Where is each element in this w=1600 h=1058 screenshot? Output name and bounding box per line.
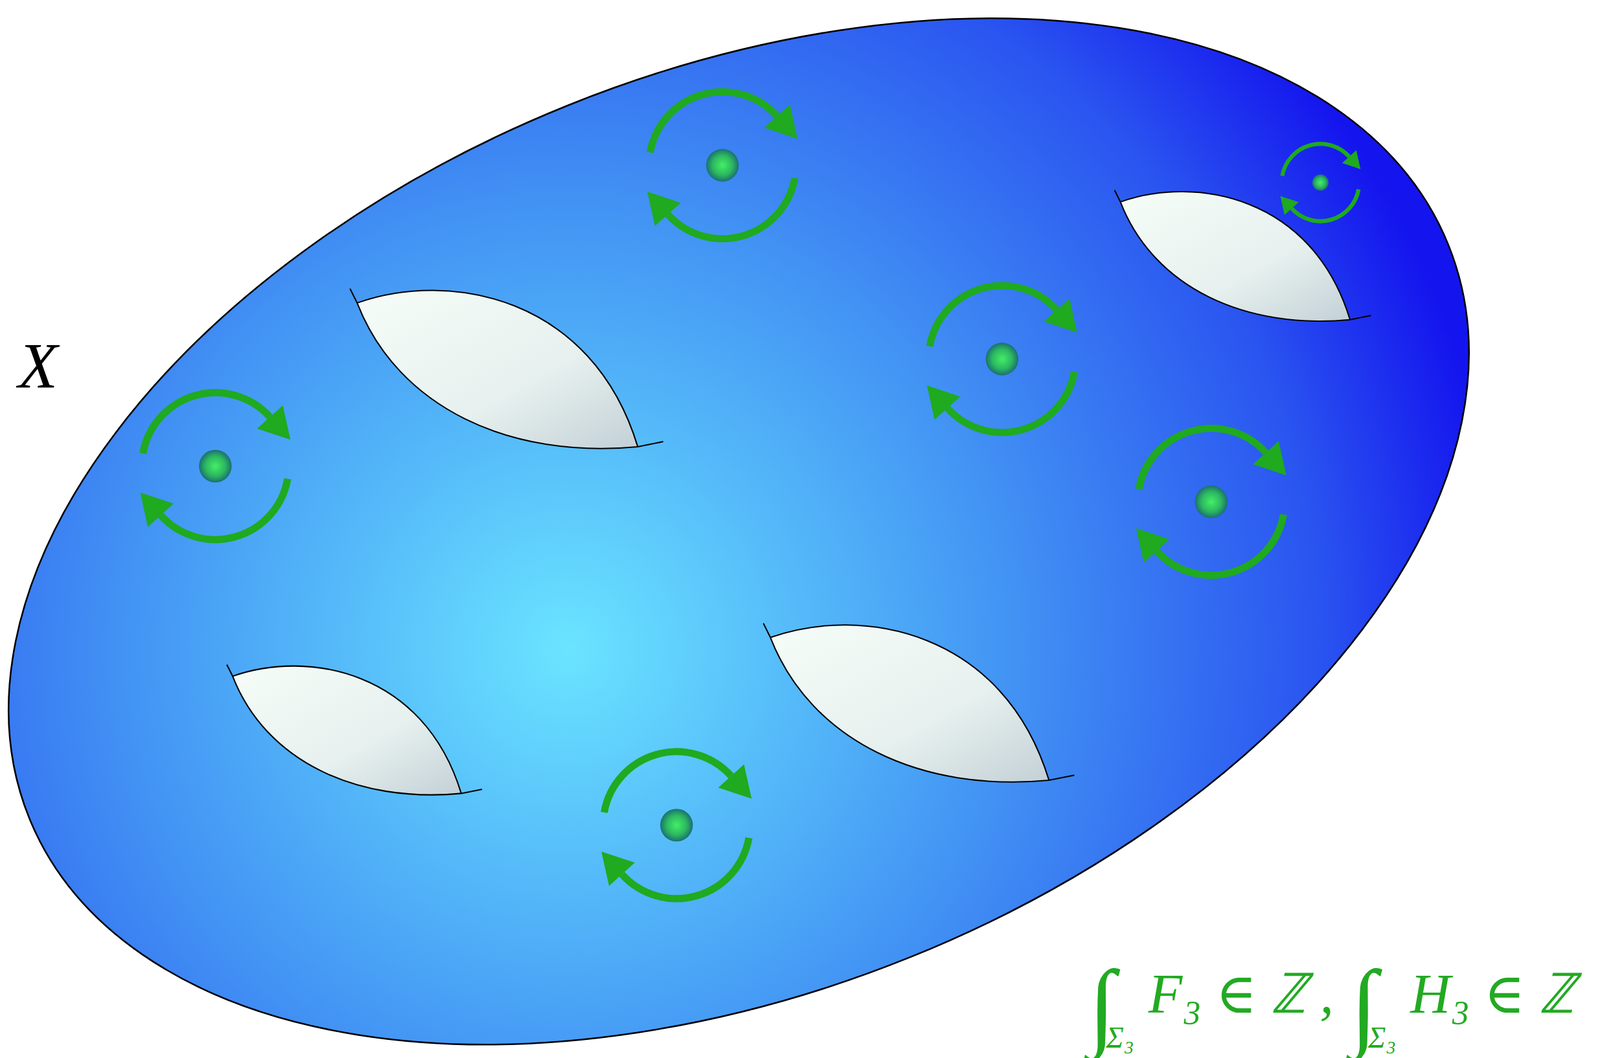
flux-arrowhead <box>139 492 174 528</box>
flux-arrowhead <box>1280 196 1299 216</box>
brane-sources-group <box>139 91 1361 900</box>
flux-arrowhead <box>718 765 753 800</box>
flux-arrowhead <box>1252 441 1287 476</box>
flux-arc <box>1156 514 1284 576</box>
holes-group <box>226 190 1371 796</box>
hole <box>226 664 482 795</box>
flux-arc <box>1291 189 1359 221</box>
flux-quantization: H₃ ∈ ℤ <box>1410 966 1575 1023</box>
integration-cycle: Σ₃ <box>1368 1023 1396 1054</box>
flux-arrowhead <box>257 405 291 440</box>
hole-upper-edge <box>356 290 638 447</box>
flux-arrowhead <box>1342 150 1361 170</box>
hole-lower-edge <box>763 623 1075 783</box>
hole-lower-edge <box>226 664 482 795</box>
hole-lower-edge <box>349 288 664 449</box>
flux-arrowhead <box>1136 528 1170 563</box>
circulating-flux <box>926 285 1078 433</box>
hole-upper-edge <box>232 666 462 795</box>
integration-cycle: Σ₃ <box>1105 1023 1134 1054</box>
flux-arc <box>650 91 778 153</box>
brane-dot <box>1312 174 1329 191</box>
flux-arrowhead <box>647 191 681 227</box>
flux-arrowhead <box>1043 298 1078 333</box>
flux-arrowhead <box>926 385 961 420</box>
hole-lower-edge <box>1114 190 1372 322</box>
brane-dot <box>985 342 1019 376</box>
flux-arc <box>667 178 795 240</box>
circulating-flux <box>139 392 291 540</box>
space-label: X <box>18 333 58 399</box>
flux-arc <box>143 392 271 454</box>
hole <box>349 288 664 449</box>
hole <box>1114 190 1372 322</box>
circulating-flux <box>601 752 752 900</box>
brane-dot <box>660 809 693 842</box>
flux-arc <box>1138 428 1266 490</box>
circulating-flux <box>647 91 798 240</box>
flux-arc <box>621 838 749 900</box>
flux-arrowhead <box>764 104 799 139</box>
brane-dot <box>1195 485 1228 519</box>
flux-arrowhead <box>601 851 635 887</box>
brane-dot <box>706 148 739 182</box>
flux-arc <box>947 371 1075 433</box>
flux-arc <box>929 285 1057 347</box>
hole-upper-edge <box>770 625 1049 781</box>
flux-arc <box>1281 143 1349 176</box>
hole <box>763 623 1075 783</box>
circulating-flux <box>1280 143 1361 221</box>
flux-quantization-formula: ∫Σ₃F₃ ∈ ℤ ,∫Σ₃H₃ ∈ ℤ <box>1088 956 1591 1054</box>
flux-quantization: F₃ ∈ ℤ , <box>1148 966 1334 1023</box>
brane-dot <box>198 450 232 483</box>
flux-arc <box>604 752 732 813</box>
hole-upper-edge <box>1120 191 1350 320</box>
flux-arc <box>160 479 288 541</box>
circulating-flux <box>1136 428 1287 576</box>
